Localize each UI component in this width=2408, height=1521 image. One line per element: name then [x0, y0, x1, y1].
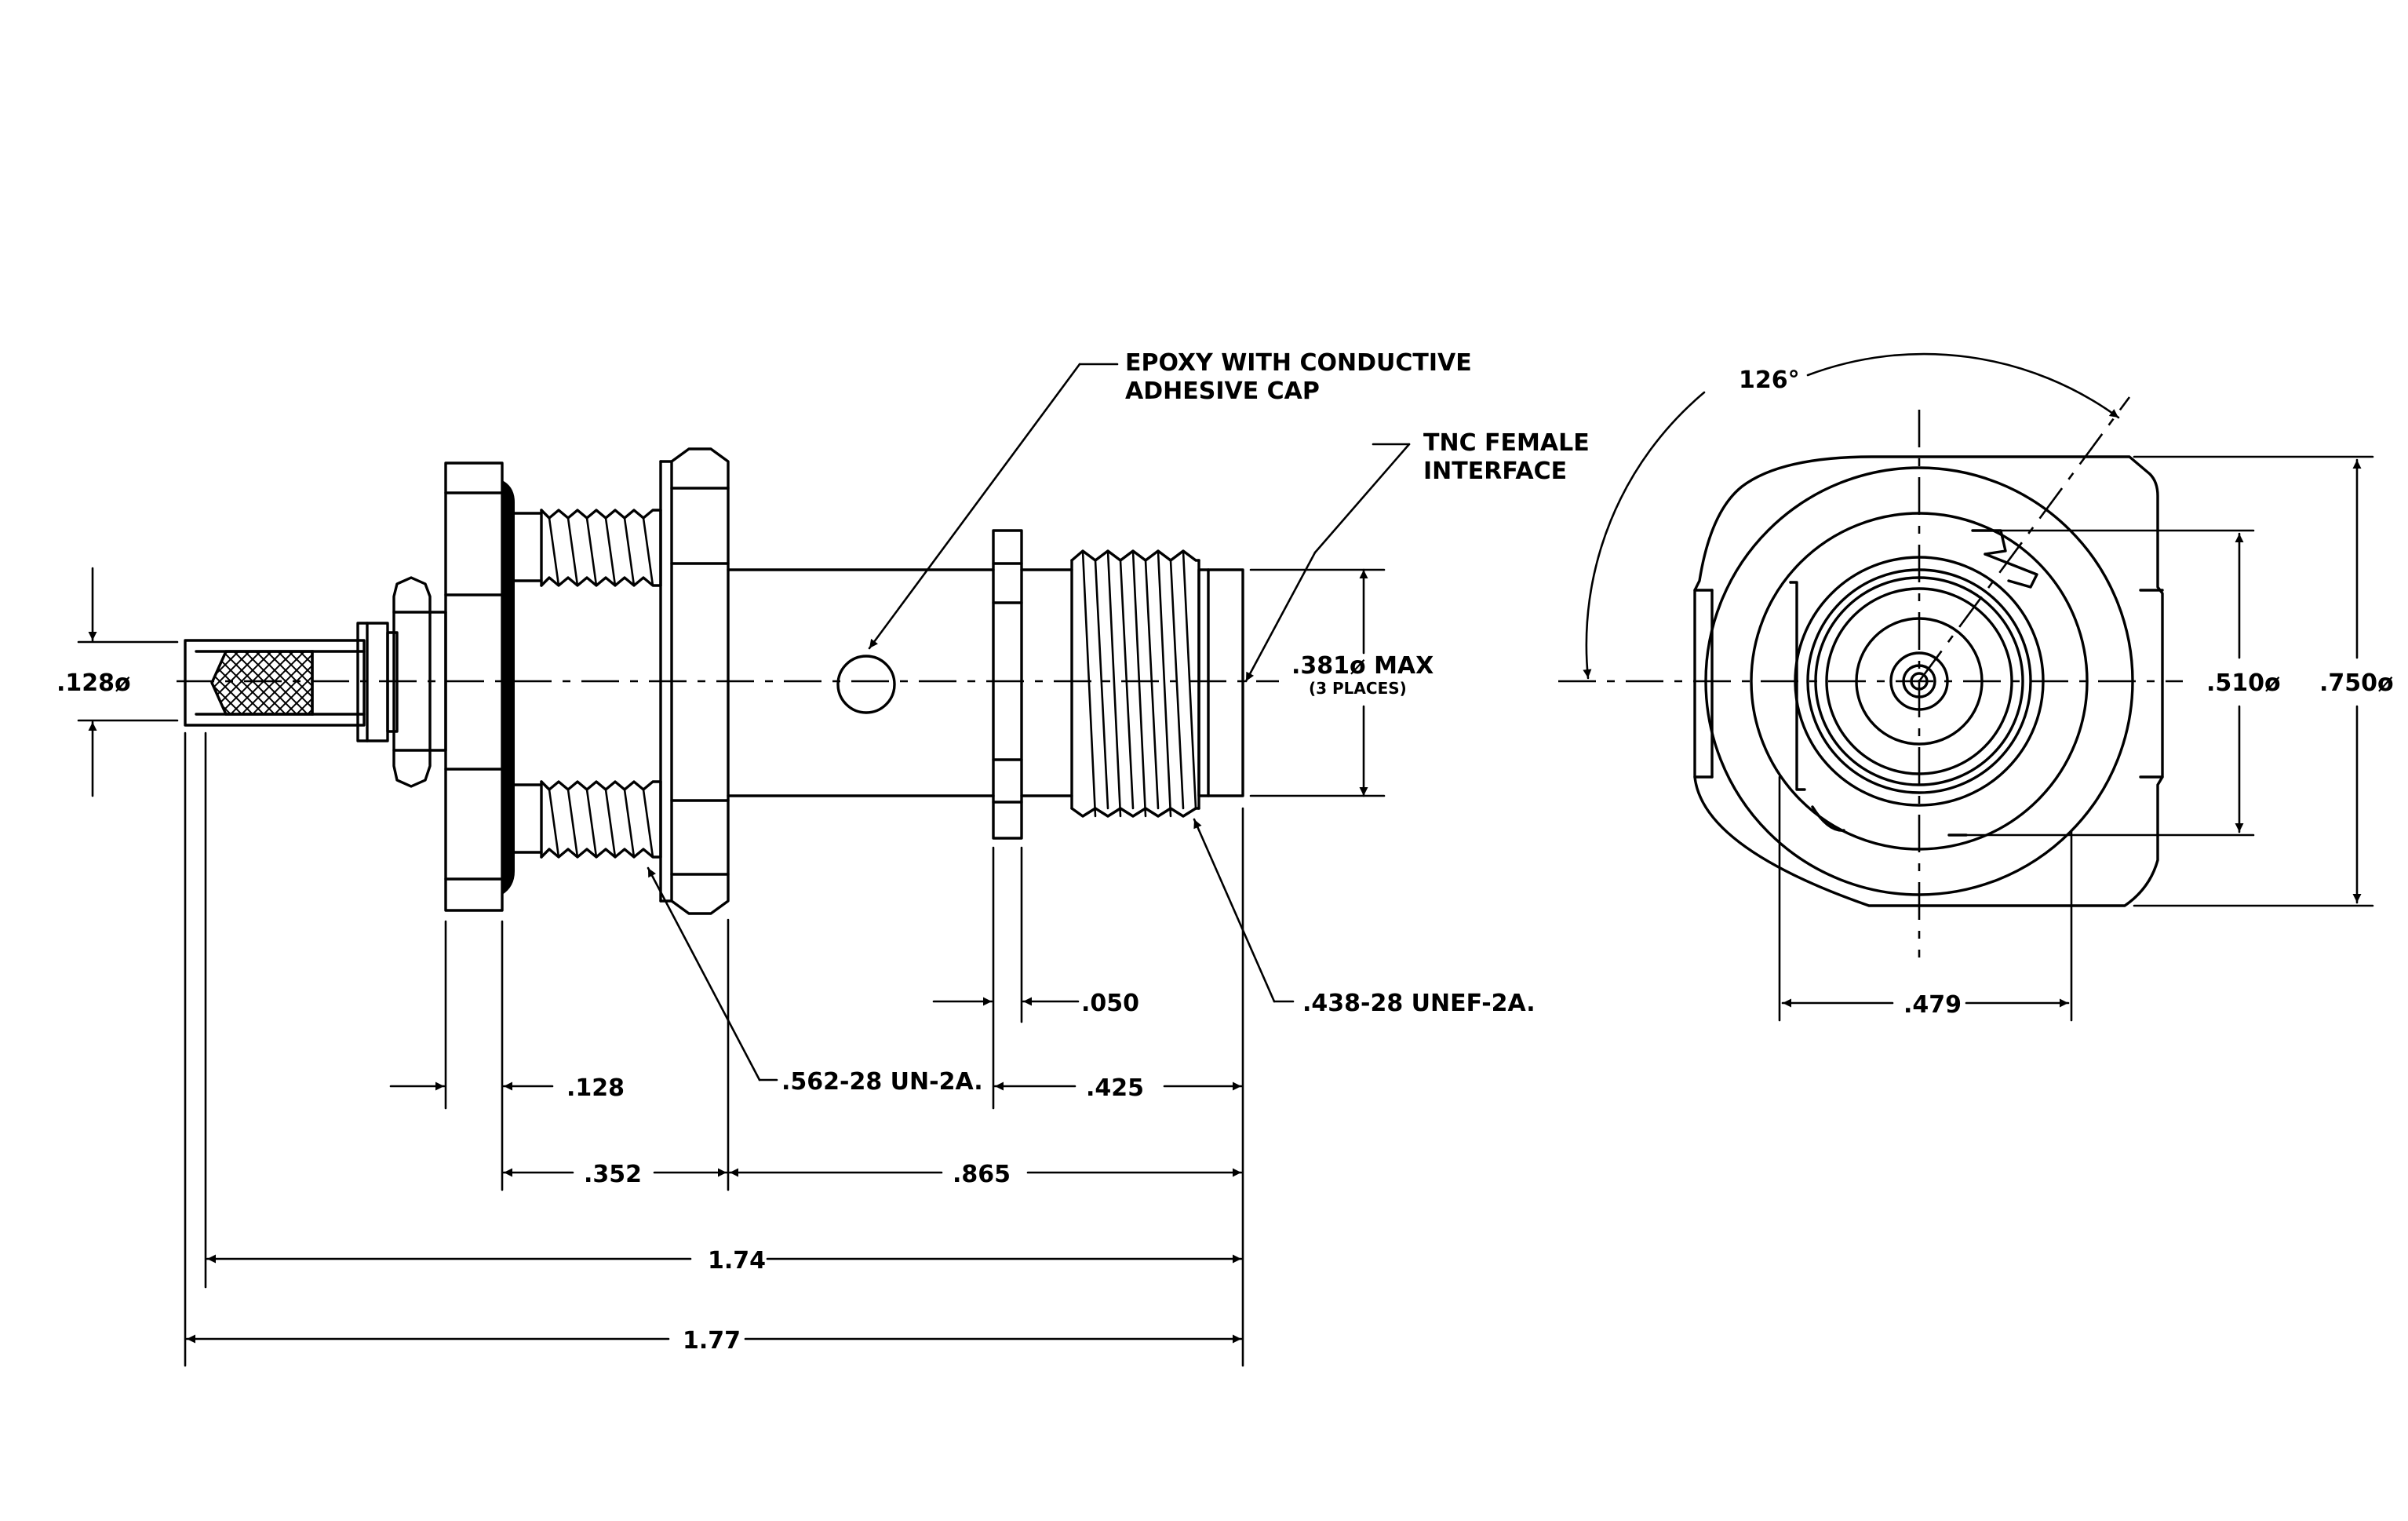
dim-479-text: .479: [1903, 991, 1962, 1019]
front-washer: [992, 529, 1073, 840]
dim-174: 1.74: [206, 1247, 1243, 1275]
dim-128-dia-text: .128ø: [56, 669, 131, 697]
dim-425-text: .425: [1086, 1074, 1144, 1102]
dim-750: .750ø: [2133, 455, 2394, 907]
side-view: .128ø .381ø MAX (3 PLACES) .050 .128 .56…: [56, 349, 1590, 1367]
thread438-leader: [1193, 818, 1276, 1003]
dim-510: .510ø: [1947, 529, 2281, 837]
dim-510-text: .510ø: [2206, 669, 2281, 697]
thread438-label: .438-28 UNEF-2A.: [1302, 990, 1536, 1017]
thread562-leader: [647, 866, 761, 1081]
dim-352: .352: [502, 1161, 728, 1188]
tnc-label-line2: INTERFACE: [1423, 458, 1567, 485]
dim-128: .128: [389, 1074, 625, 1102]
dim-381-text: .381ø MAX: [1291, 652, 1434, 680]
dim-381-note: (3 PLACES): [1309, 679, 1407, 698]
dim-050-text: .050: [1081, 990, 1139, 1017]
threaded-stud: [513, 509, 662, 859]
epoxy-label-line2: ADHESIVE CAP: [1125, 378, 1320, 405]
dim-381-dia: .381ø MAX (3 PLACES): [1291, 568, 1434, 797]
dim-865: .865: [728, 1161, 1243, 1188]
dim-865-text: .865: [953, 1161, 1011, 1188]
dim-479: .479: [1778, 775, 2073, 1022]
end-view: 126° .510ø .750ø .479: [1558, 352, 2394, 1022]
tnc-label-line1: TNC FEMALE: [1423, 429, 1590, 457]
dim-425: .425: [993, 1074, 1243, 1102]
small-collar: [356, 622, 399, 742]
mounting-flange: [444, 461, 515, 912]
dim-177: 1.77: [185, 1327, 1243, 1355]
epoxy-cap: [836, 655, 896, 714]
large-hex-nut: [659, 447, 730, 915]
dim-128-dia: .128ø: [56, 567, 131, 797]
angle-text: 126°: [1739, 367, 1800, 394]
dim-352-text: .352: [584, 1161, 642, 1188]
thread562-label: .562-28 UN-2A.: [781, 1068, 983, 1096]
angle-arc-right: [1806, 352, 2120, 419]
angle-arc-left: [1583, 391, 1706, 680]
dim-177-text: 1.77: [683, 1327, 741, 1355]
crimp-ferrule: [184, 639, 366, 727]
dim-750-text: .750ø: [2319, 669, 2394, 697]
connector-body: [727, 568, 995, 797]
epoxy-leader: [868, 363, 1081, 650]
tnc-leader: [1244, 551, 1317, 683]
end-angle-line: [1918, 396, 2131, 682]
epoxy-label-line1: EPOXY WITH CONDUCTIVE: [1125, 349, 1472, 377]
tnc-thread: [1070, 549, 1244, 818]
dim-050: .050: [932, 990, 1139, 1017]
dim-128-text: .128: [566, 1074, 625, 1102]
dim-174-text: 1.74: [708, 1247, 766, 1275]
